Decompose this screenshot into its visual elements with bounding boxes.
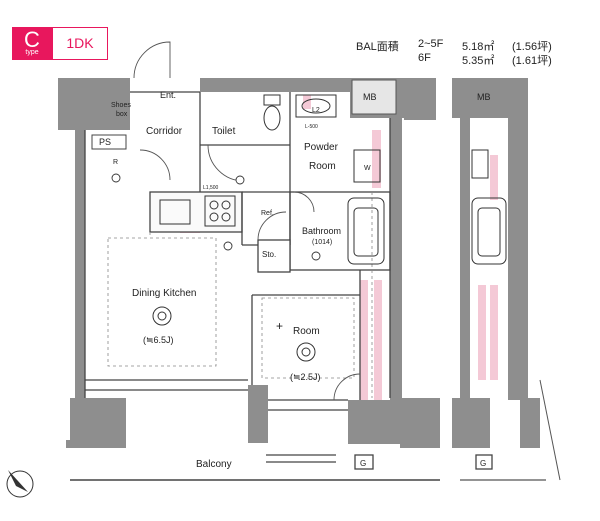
kitchen-sink-icon (159, 199, 191, 225)
bal-row-1-tsubo: (1.56坪) (512, 41, 552, 53)
walls-side (452, 78, 540, 448)
room-label: Room (293, 326, 320, 337)
toilet-label: Toilet (212, 126, 236, 137)
bal-row-2-floor: 6F (418, 52, 431, 64)
walls-main (58, 78, 440, 448)
north-compass-icon (6, 470, 34, 498)
l2-label: L2 (312, 107, 320, 114)
mb-main-label: MB (363, 92, 377, 102)
ps-label: PS (99, 137, 111, 147)
door-swings (133, 41, 361, 401)
stove-icon (204, 195, 236, 227)
shoes-box-label-1: Shoes (111, 102, 131, 109)
side-diag (539, 379, 561, 481)
ref-label: Ref. (261, 210, 274, 217)
balcony-label: Balcony (196, 459, 232, 470)
ps-box (91, 134, 127, 150)
shoes-box-label-2: box (116, 111, 128, 118)
g-side-label: G (480, 459, 486, 468)
bathroom-size-label: (1014) (312, 239, 332, 246)
entrance-label: Ent. (160, 90, 176, 100)
washer-space-icon (353, 149, 381, 183)
bathtub-icon (347, 197, 385, 265)
side-fixtures (471, 149, 507, 265)
room-plus-marker: + (276, 319, 283, 333)
dashed-lines (107, 192, 373, 398)
storage-label: Sto. (262, 250, 276, 259)
w-label: W (364, 165, 371, 172)
l1500-label: L1,500 (203, 185, 219, 191)
layout-label: 1DK (66, 35, 94, 51)
interior-walls (70, 91, 493, 481)
g-main-label: G (360, 459, 366, 468)
dining-kitchen-size-label: (≒6.5J) (143, 335, 174, 345)
bal-row-1-area: 5.18㎡ (462, 41, 495, 53)
powder-room-label-1: Powder (304, 142, 339, 153)
r-label: R (113, 159, 118, 166)
mb-side-label: MB (477, 92, 491, 102)
washbasin-icon (295, 94, 337, 118)
mb-main-block (351, 79, 397, 115)
bal-row-2-area: 5.35㎡ (462, 55, 495, 67)
toilet-fixture-icon (263, 94, 281, 131)
type-letter: C (24, 27, 40, 52)
corridor-label: Corridor (146, 126, 183, 137)
type-badge: C type (12, 27, 52, 60)
room-size-label: (≒2.5J) (290, 372, 321, 382)
dining-kitchen-label: Dining Kitchen (132, 288, 196, 299)
bathroom-label: Bathroom (302, 226, 341, 236)
powder-room-label-2: Room (309, 161, 336, 172)
small-lights (111, 173, 321, 261)
type-word: type (25, 49, 39, 56)
bal-row-2-tsubo: (1.61坪) (512, 55, 552, 67)
layout-badge: 1DK (52, 27, 108, 60)
l500-label: L-500 (305, 124, 318, 130)
bal-area-label: BAL面積 (356, 41, 399, 53)
bal-row-1-floor: 2~5F (418, 38, 444, 50)
ceiling-lights (152, 306, 316, 362)
